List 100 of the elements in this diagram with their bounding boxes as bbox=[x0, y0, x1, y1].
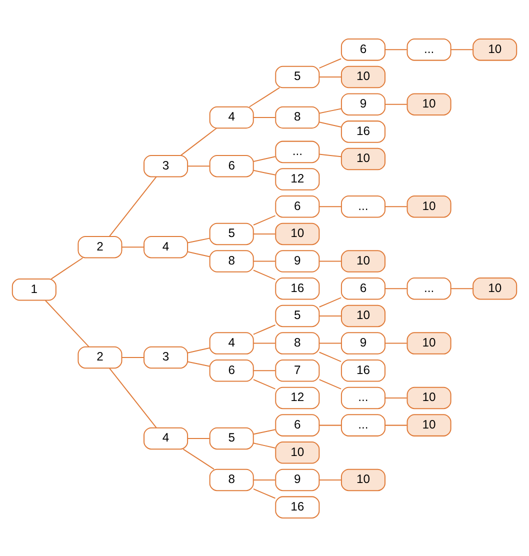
node-box: 3 bbox=[144, 346, 188, 368]
connector bbox=[253, 214, 276, 225]
node-box: 12 bbox=[275, 386, 320, 409]
node-box: 16 bbox=[340, 359, 386, 382]
connector bbox=[188, 347, 210, 353]
connector bbox=[253, 169, 276, 175]
connector bbox=[385, 103, 407, 104]
connector bbox=[254, 478, 276, 480]
connector bbox=[319, 121, 342, 127]
node-box: 10 bbox=[340, 147, 386, 170]
node-box: 9 bbox=[275, 468, 320, 491]
connector bbox=[254, 116, 276, 118]
connector bbox=[109, 176, 157, 236]
connector bbox=[180, 127, 217, 156]
node-box: ... bbox=[406, 277, 452, 300]
node-box: 10 bbox=[406, 92, 452, 115]
node-box: 6 bbox=[275, 194, 320, 218]
node-box: 4 bbox=[144, 235, 188, 258]
node-box: 9 bbox=[275, 250, 320, 272]
node-box: 5 bbox=[275, 65, 320, 88]
connector bbox=[319, 424, 342, 426]
connector bbox=[188, 360, 210, 366]
node-box: 9 bbox=[340, 332, 386, 354]
node-box: ... bbox=[340, 386, 386, 409]
node-box: 2 bbox=[78, 346, 122, 368]
node-box: 5 bbox=[209, 426, 254, 450]
node-box: 6 bbox=[209, 359, 254, 382]
connector bbox=[253, 378, 276, 389]
connector bbox=[253, 442, 276, 448]
connector bbox=[254, 260, 276, 262]
connector bbox=[182, 448, 214, 470]
node-box: 2 bbox=[78, 235, 122, 258]
connector bbox=[450, 288, 473, 289]
node-box: 10 bbox=[406, 414, 452, 436]
connector bbox=[319, 351, 342, 362]
node-box: 5 bbox=[275, 304, 320, 327]
connector bbox=[319, 478, 342, 480]
connector bbox=[385, 342, 407, 344]
connector bbox=[253, 156, 276, 162]
node-box: 6 bbox=[209, 154, 254, 177]
connector bbox=[385, 288, 407, 289]
node-box: 9 bbox=[340, 92, 386, 115]
connector bbox=[109, 368, 157, 428]
connector bbox=[385, 48, 407, 50]
node-box: 6 bbox=[275, 414, 320, 436]
node-box: 6 bbox=[340, 38, 386, 60]
connector bbox=[249, 86, 280, 107]
connector bbox=[319, 58, 342, 68]
connector bbox=[253, 428, 276, 434]
node-box: 10 bbox=[472, 38, 518, 60]
node-box: 10 bbox=[340, 250, 386, 272]
connector bbox=[450, 48, 473, 50]
node-box: 16 bbox=[275, 277, 320, 300]
connector bbox=[319, 206, 342, 207]
connector bbox=[319, 378, 342, 389]
connector bbox=[254, 370, 276, 371]
node-box: ... bbox=[340, 194, 386, 218]
connector bbox=[385, 424, 407, 426]
connector bbox=[188, 237, 210, 243]
node-box: 10 bbox=[406, 386, 452, 409]
node-box: ... bbox=[406, 38, 452, 60]
connector bbox=[45, 300, 90, 347]
node-box: 1 bbox=[12, 278, 56, 300]
connector bbox=[122, 356, 144, 358]
node-box: 16 bbox=[275, 496, 320, 518]
node-box: 10 bbox=[340, 468, 386, 491]
connector bbox=[319, 153, 342, 157]
node-box: 4 bbox=[209, 332, 254, 354]
connector bbox=[188, 165, 210, 166]
connector bbox=[319, 260, 342, 262]
node-box: 4 bbox=[209, 106, 254, 128]
connector bbox=[319, 76, 342, 78]
node-box: 12 bbox=[275, 168, 320, 190]
connector bbox=[253, 324, 276, 334]
node-box: 10 bbox=[275, 222, 320, 245]
connector bbox=[253, 488, 276, 498]
node-box: 10 bbox=[472, 277, 518, 300]
node-box: 8 bbox=[209, 250, 254, 272]
connector bbox=[254, 232, 276, 234]
node-box: 10 bbox=[340, 65, 386, 88]
node-box: ... bbox=[340, 414, 386, 436]
node-box: ... bbox=[275, 140, 320, 163]
connector bbox=[188, 437, 210, 438]
node-box: 3 bbox=[144, 154, 188, 177]
connector bbox=[319, 108, 342, 114]
connector bbox=[385, 396, 407, 398]
connector bbox=[319, 314, 342, 316]
node-box: 8 bbox=[209, 468, 254, 491]
connector bbox=[319, 342, 342, 344]
connector bbox=[385, 206, 407, 207]
node-box: 4 bbox=[144, 426, 188, 450]
node-box: 7 bbox=[275, 359, 320, 382]
connector bbox=[51, 257, 83, 279]
node-box: 16 bbox=[340, 120, 386, 142]
node-box: 6 bbox=[340, 277, 386, 300]
connector bbox=[122, 246, 144, 248]
node-box: 10 bbox=[275, 441, 320, 464]
node-box: 8 bbox=[275, 332, 320, 354]
node-box: 10 bbox=[406, 332, 452, 354]
connector bbox=[254, 342, 276, 344]
